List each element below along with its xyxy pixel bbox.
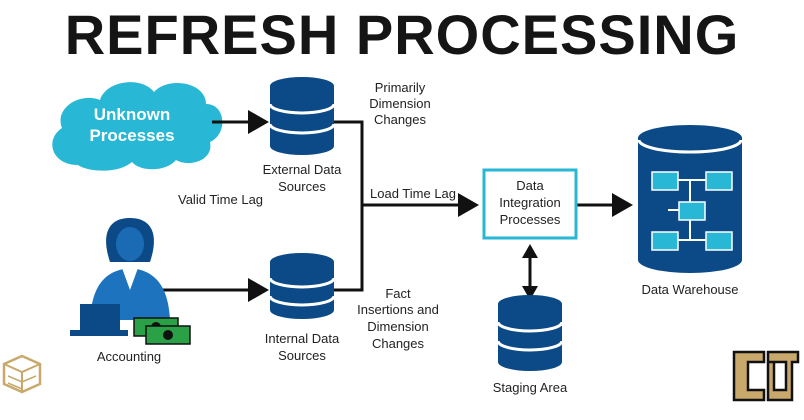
internal-data-sources-db: Internal Data Sources	[265, 253, 340, 363]
valid-time-lag-label: Valid Time Lag	[178, 192, 263, 207]
primarily-line1: Primarily	[375, 80, 426, 95]
cu-logo	[732, 350, 800, 402]
fact-line4: Changes	[372, 336, 425, 351]
staging-label: Staging Area	[493, 380, 568, 395]
internal-label-line1: Internal Data	[265, 331, 340, 346]
fact-line2: Insertions and	[357, 302, 439, 317]
fact-line1: Fact	[385, 286, 411, 301]
cloud-label-line1: Unknown	[94, 105, 171, 124]
staging-area-db: Staging Area	[493, 295, 568, 395]
accounting-label: Accounting	[97, 349, 161, 364]
data-integration-box: Data Integration Processes	[482, 168, 578, 240]
data-warehouse-db: Data Warehouse	[637, 125, 743, 297]
integration-line3: Processes	[500, 212, 561, 227]
internal-label-line2: Sources	[278, 348, 326, 363]
primarily-dimension-note: Primarily Dimension Changes	[369, 80, 430, 127]
warehouse-schema-boxes	[651, 171, 733, 251]
merge-bracket	[334, 120, 364, 292]
accounting-person-icon: Accounting	[70, 218, 170, 364]
connectors	[162, 110, 633, 302]
arrowhead-down	[522, 286, 538, 300]
integration-line2: Integration	[499, 195, 560, 210]
cloud-label-line2: Processes	[89, 126, 174, 145]
external-label-line2: Sources	[278, 179, 326, 194]
arrowhead-up	[522, 244, 538, 258]
integration-line1: Data	[516, 178, 544, 193]
primarily-line3: Changes	[374, 112, 427, 127]
cash-icon	[133, 317, 191, 345]
external-data-sources-db: External Data Sources	[263, 77, 343, 194]
gold-cube-logo	[2, 354, 42, 394]
warehouse-label: Data Warehouse	[641, 282, 738, 297]
fact-insertions-note: Fact Insertions and Dimension Changes	[357, 286, 439, 351]
primarily-line2: Dimension	[369, 96, 430, 111]
load-time-lag-label: Load Time Lag	[370, 186, 456, 201]
page-title: REFRESH PROCESSING	[64, 3, 740, 66]
fact-line3: Dimension	[367, 319, 428, 334]
unknown-processes-cloud: Unknown Processes	[52, 82, 223, 171]
external-label-line1: External Data	[263, 162, 343, 177]
